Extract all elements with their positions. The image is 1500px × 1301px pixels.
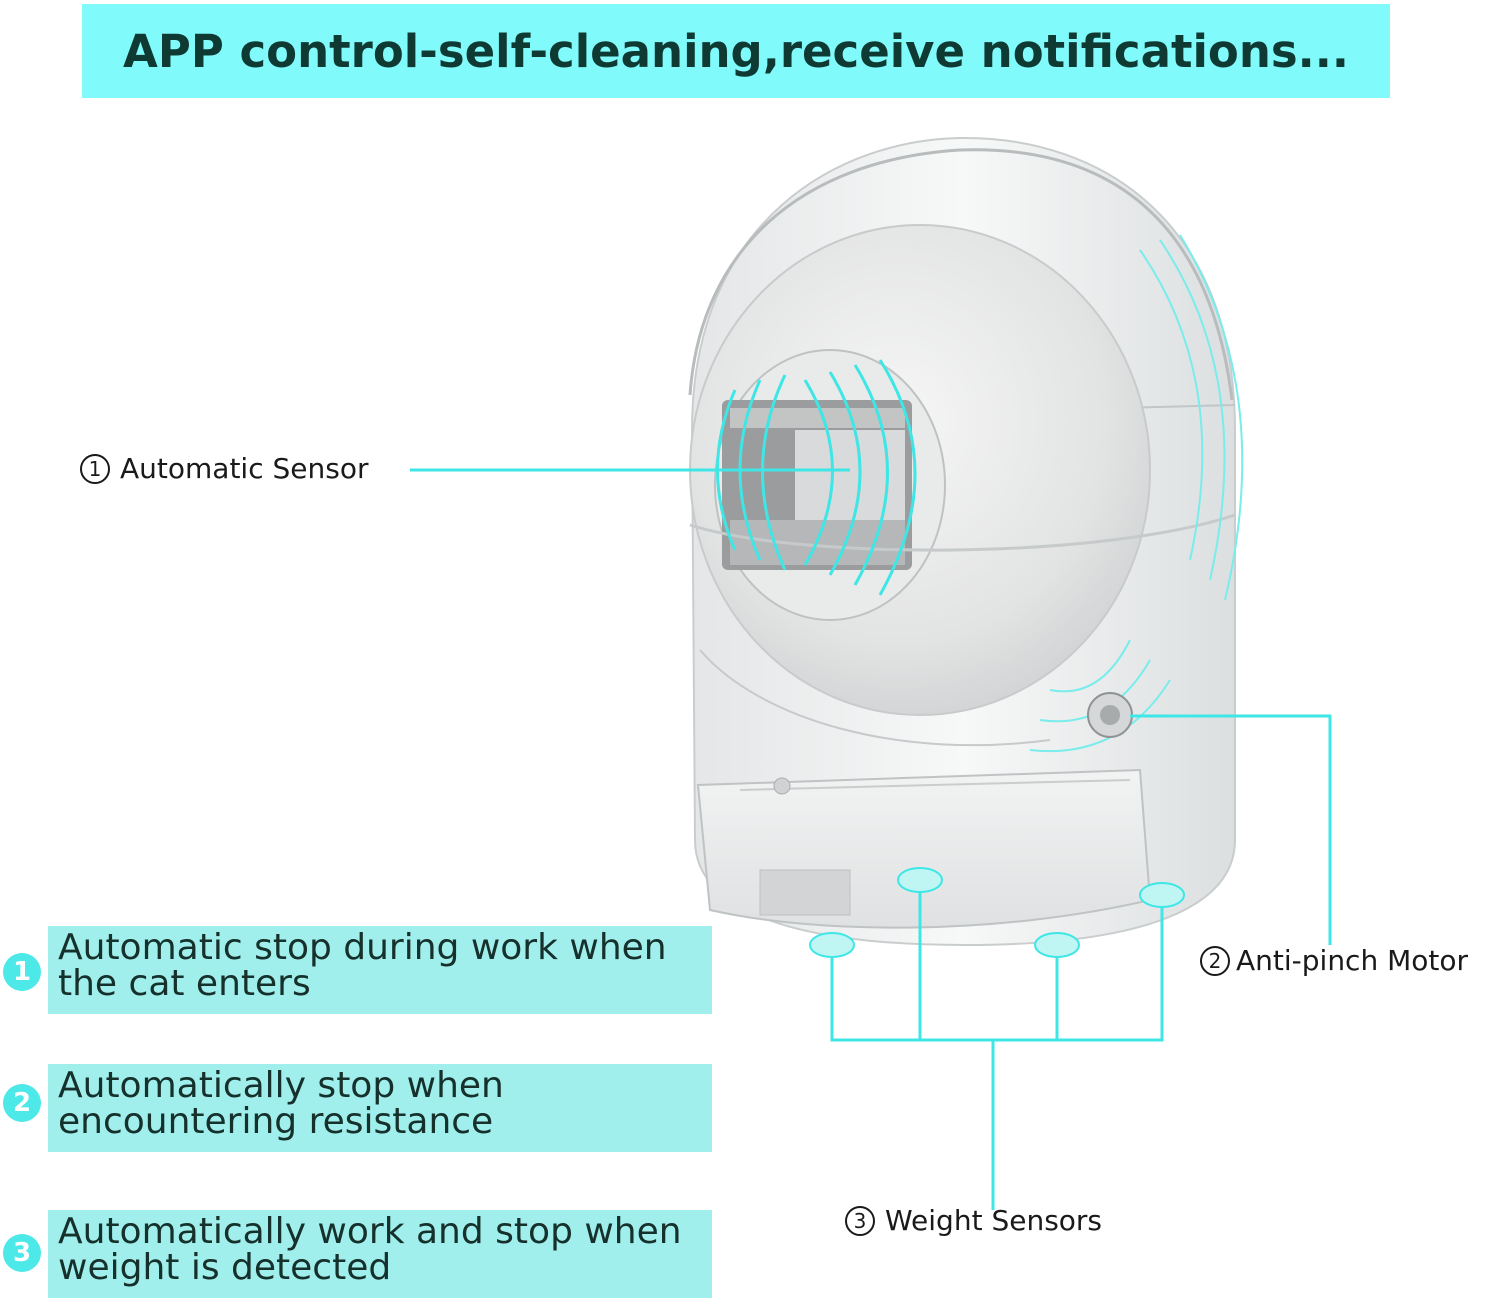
motor-waves [1029, 234, 1244, 753]
page-title: APP control-self-cleaning,receive notifi… [123, 24, 1349, 78]
callout-number-3: 3 [845, 1205, 875, 1236]
feature-item-1: 1 Automatic stop during work when the ca… [0, 926, 720, 1016]
feature-text: Automatically work and stop when weight … [58, 1214, 682, 1286]
feature-text-line: weight is detected [58, 1247, 392, 1288]
leader-lines [410, 468, 1332, 1210]
callout-number-2: 2 [1200, 945, 1230, 976]
feature-item-2: 2 Automatically stop when encountering r… [0, 1064, 720, 1154]
callout-label-automatic-sensor: Automatic Sensor [120, 452, 369, 485]
feature-text-line: Automatically work and stop when [58, 1211, 682, 1252]
callout-weight-sensors: 3 Weight Sensors [845, 1204, 1102, 1237]
feature-badge: 1 [3, 953, 41, 991]
feature-text: Automatically stop when encountering res… [58, 1068, 504, 1140]
feature-text-line: Automatic stop during work when [58, 927, 667, 968]
callout-label-anti-pinch-motor: Anti-pinch Motor [1236, 944, 1469, 977]
feature-text-line: encountering resistance [58, 1101, 494, 1142]
feature-badge: 3 [3, 1234, 41, 1272]
waste-tray [696, 768, 1152, 929]
motor-component [1087, 692, 1133, 738]
feature-box [48, 926, 712, 1014]
feature-text-line: Automatically stop when [58, 1065, 504, 1106]
feature-text-line: the cat enters [58, 963, 311, 1004]
feature-box [48, 1210, 712, 1298]
feature-badge: 2 [3, 1084, 41, 1122]
weight-sensor-feet [809, 867, 1185, 958]
feature-item-3: 3 Automatically work and stop when weigh… [0, 1210, 720, 1300]
feature-text: Automatic stop during work when the cat … [58, 930, 667, 1002]
inner-globe [689, 224, 1236, 747]
callout-number-1: 1 [80, 453, 110, 484]
callout-anti-pinch-motor: 2 Anti-pinch Motor [1200, 944, 1468, 977]
callout-label-weight-sensors: Weight Sensors [885, 1204, 1103, 1237]
feature-box [48, 1064, 712, 1152]
callout-automatic-sensor: 1 Automatic Sensor [80, 452, 368, 485]
title-banner: APP control-self-cleaning,receive notifi… [82, 4, 1390, 98]
